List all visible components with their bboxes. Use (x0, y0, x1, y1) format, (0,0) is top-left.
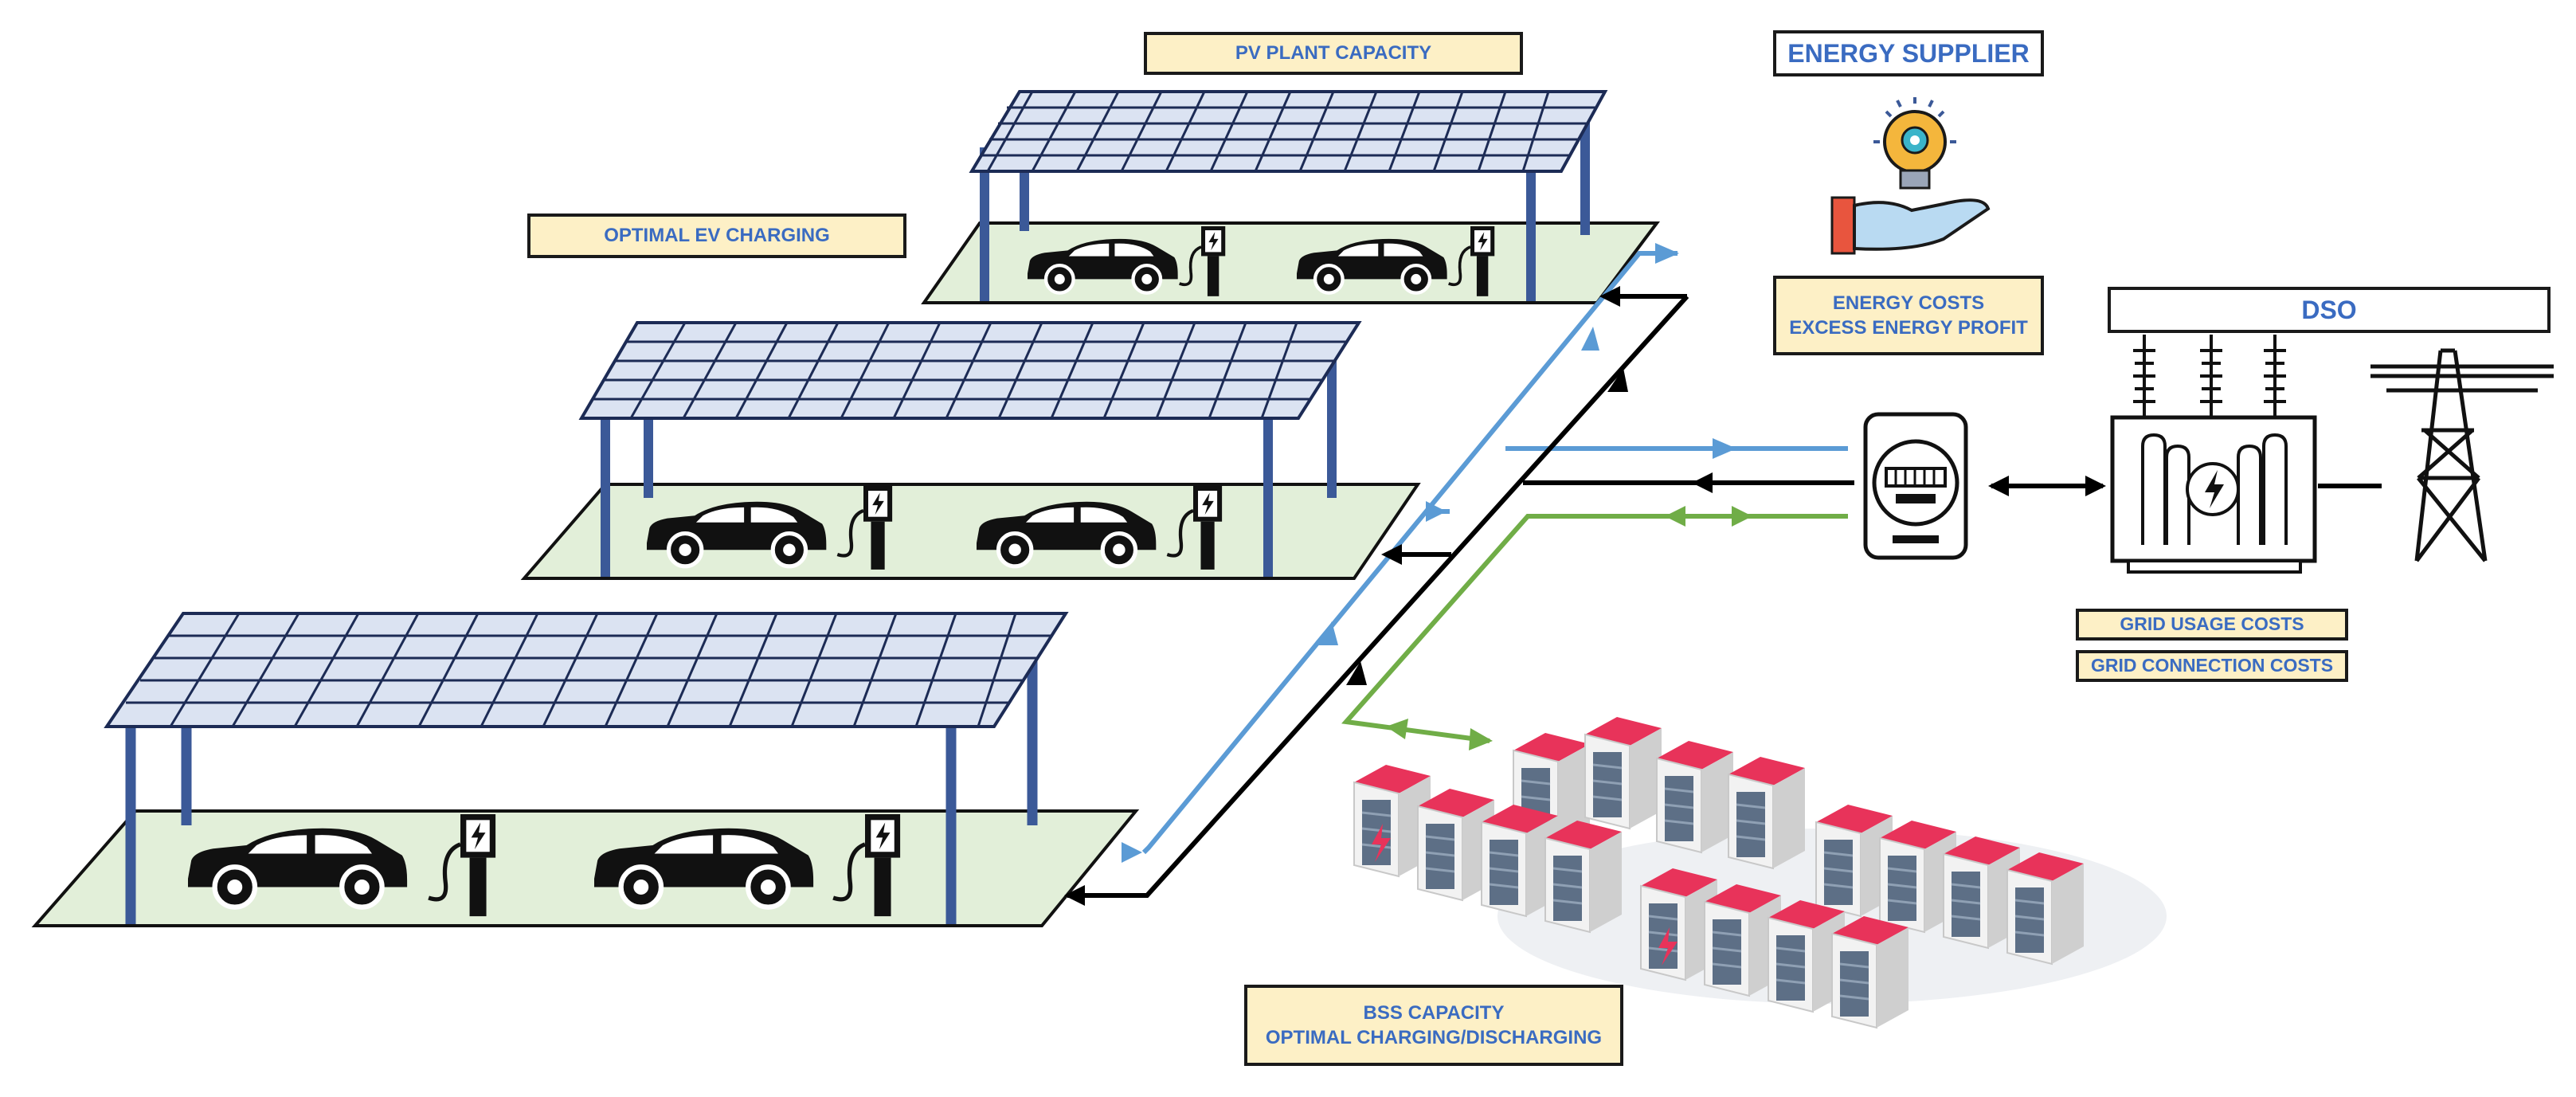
optimal-charging-discharging-text: OPTIMAL CHARGING/DISCHARGING (1265, 1027, 1603, 1048)
dso-text: DSO (2301, 295, 2357, 324)
energy-supplier-header: ENERGY SUPPLIER (1773, 30, 2044, 76)
power-pylon-icon (2370, 348, 2554, 562)
smart-meter-icon (1863, 412, 1968, 560)
excess-energy-profit-text: EXCESS ENERGY PROFIT (1789, 317, 2028, 339)
bss-capacity-label: BSS CAPACITY OPTIMAL CHARGING/DISCHARGIN… (1244, 985, 1623, 1066)
energy-costs-label: ENERGY COSTS EXCESS ENERGY PROFIT (1773, 276, 2044, 355)
grid-connection-costs-label: GRID CONNECTION COSTS (2076, 650, 2348, 682)
pv-plant-capacity-text: PV PLANT CAPACITY (1235, 42, 1432, 65)
lightbulb-hand-icon (1830, 97, 1991, 255)
solar-carport-bottom (31, 612, 1140, 927)
energy-supplier-text: ENERGY SUPPLIER (1787, 38, 2030, 68)
dso-header: DSO (2108, 287, 2551, 333)
energy-costs-text: ENERGY COSTS (1832, 292, 1985, 314)
optimal-ev-charging-label: OPTIMAL EV CHARGING (527, 214, 906, 258)
transformer-icon (2110, 335, 2317, 574)
pv-plant-capacity-label: PV PLANT CAPACITY (1144, 32, 1523, 75)
grid-usage-costs-text: GRID USAGE COSTS (2120, 613, 2304, 635)
bss-capacity-text: BSS CAPACITY (1363, 1001, 1505, 1024)
solar-carport-top (921, 90, 1660, 304)
grid-connection-costs-text: GRID CONNECTION COSTS (2090, 655, 2334, 676)
grid-usage-costs-label: GRID USAGE COSTS (2076, 609, 2348, 641)
battery-storage-icon (1353, 715, 2167, 1029)
optimal-ev-charging-text: OPTIMAL EV CHARGING (604, 225, 830, 247)
battery-energy-flow (1341, 514, 1848, 743)
solar-carport-middle (520, 321, 1421, 580)
